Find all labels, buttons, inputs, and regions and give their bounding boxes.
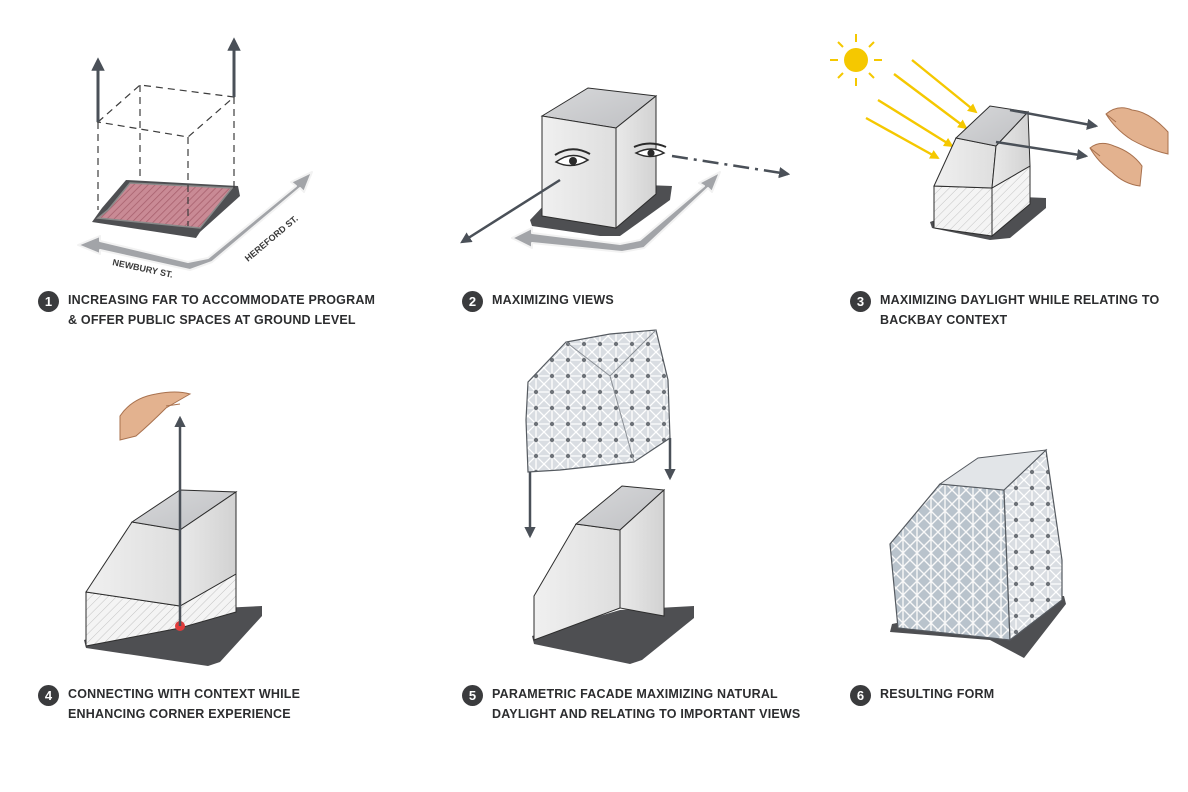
hereford-street-label: HEREFORD ST. [243,213,300,263]
step-number-badge: 1 [38,291,59,312]
hand-icon [1089,142,1143,187]
panel-2-views [460,87,791,253]
facade-shell [525,329,671,473]
sun-rays [865,59,978,160]
hand-icon [119,391,192,441]
step-number-badge: 5 [462,685,483,706]
caption-line: RESULTING FORM [880,687,995,701]
caption-line: & OFFER PUBLIC SPACES AT GROUND LEVEL [68,313,356,327]
caption-line: BACKBAY CONTEXT [880,313,1008,327]
facade-shell-edge [565,329,657,463]
sun-icon [830,34,882,86]
base-slab [532,606,694,664]
mass-lower-hatch [933,185,993,237]
caption-line: PARAMETRIC FACADE MAXIMIZING NATURAL [492,687,778,701]
mass-side [615,94,657,230]
site-plot [96,182,234,229]
panel-1-site-far: NEWBURY ST. HEREFORD ST. [77,37,313,280]
eye-icon [554,148,591,167]
caption-line: MAXIMIZING VIEWS [492,293,614,307]
step-number-badge: 2 [462,291,483,312]
step-number-badge: 3 [850,291,871,312]
step-number-badge: 4 [38,685,59,706]
view-arrow-top [1009,108,1099,130]
eye-icon [633,142,667,158]
mass-side [619,488,665,617]
base-slab [84,606,262,666]
caption-line: CONNECTING WITH CONTEXT WHILE [68,687,301,701]
caption-step-5: 5 PARAMETRIC FACADE MAXIMIZING NATURAL D… [462,684,800,724]
panel-4-corner [84,391,262,666]
view-arrow-right [671,154,791,179]
caption-step-6: 6 RESULTING FORM [850,684,994,706]
view-arrow-bottom [995,140,1089,161]
street-arrow [77,171,313,271]
street-arrow [511,171,721,253]
mass-slope [933,137,997,189]
caption-line: INCREASING FAR TO ACCOMMODATE PROGRAM [68,293,376,307]
panel-3-daylight [830,34,1169,240]
panel-6-resulting-form [889,448,1066,658]
facade-front [889,483,1011,641]
caption-line: ENHANCING CORNER EXPERIENCE [68,707,291,721]
view-arrow-left [460,178,561,244]
facade-top [938,449,1048,491]
mass-front [541,115,617,229]
caption-step-2: 2 MAXIMIZING VIEWS [462,290,614,312]
caption-line: DAYLIGHT AND RELATING TO IMPORTANT VIEWS [492,707,801,721]
panel-5-facade [524,329,694,664]
step-number-badge: 6 [850,685,871,706]
caption-step-1: 1 INCREASING FAR TO ACCOMMODATE PROGRAM … [38,290,375,330]
caption-line: MAXIMIZING DAYLIGHT WHILE RELATING TO [880,293,1160,307]
caption-step-3: 3 MAXIMIZING DAYLIGHT WHILE RELATING TO … [850,290,1159,330]
mass-slope [85,521,181,607]
mass-side [991,110,1031,189]
caption-step-4: 4 CONNECTING WITH CONTEXT WHILE ENHANCIN… [38,684,300,724]
hand-icon [1105,107,1169,155]
